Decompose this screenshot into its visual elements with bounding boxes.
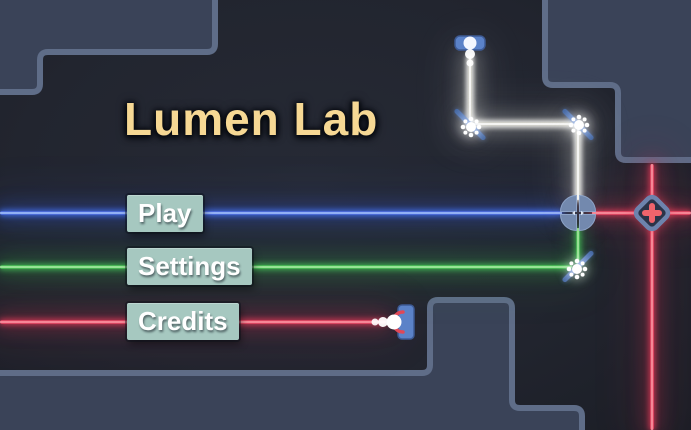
- white-light-emitter: [454, 35, 486, 67]
- play-button[interactable]: Play: [127, 195, 203, 232]
- sparkle-icon: [460, 116, 482, 138]
- emitter-lens: [463, 36, 477, 50]
- glow-dot: [378, 317, 388, 327]
- beam-white-into-prism: [576, 124, 580, 200]
- prism-splitter-icon: [559, 194, 597, 232]
- target-red-cross-icon: [633, 194, 671, 232]
- glow-dot: [465, 49, 475, 59]
- game-title: Lumen Lab: [124, 93, 379, 145]
- beam-white-from-source: [468, 56, 472, 126]
- glow-dot: [371, 318, 379, 326]
- beam-red-vertical: [650, 164, 654, 430]
- cross-bar: [649, 203, 655, 223]
- beam-green-horizontal: [0, 265, 572, 269]
- red-laser-emitter-icon: [371, 304, 415, 340]
- credits-button[interactable]: Credits: [127, 303, 239, 340]
- wall-top-right: [542, 0, 691, 163]
- beam-green-vertical: [576, 228, 580, 266]
- beam-white-horizontal: [470, 122, 580, 126]
- beam-blue-horizontal: [0, 211, 562, 215]
- prism-center-marks: [572, 210, 584, 216]
- sparkle-icon: [568, 114, 590, 136]
- wall-top-left: [0, 0, 218, 95]
- glow-dot: [386, 314, 402, 330]
- glow-dot: [466, 59, 474, 67]
- wall-bottom: [0, 297, 585, 430]
- settings-button[interactable]: Settings: [127, 248, 252, 285]
- sparkle-icon: [566, 258, 588, 280]
